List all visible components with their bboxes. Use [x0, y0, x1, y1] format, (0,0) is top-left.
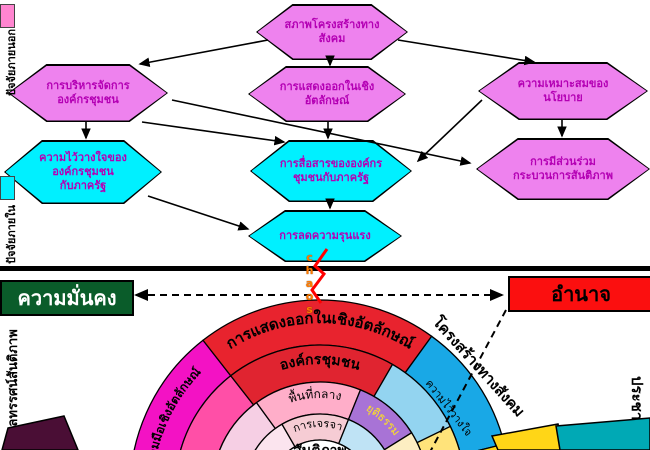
power-axis-box: อำนาจ: [508, 276, 650, 312]
flow-node-policy: ความเหมาะสมของ นโยบาย: [478, 62, 648, 120]
section-divider: [0, 266, 650, 271]
wheel-center: [288, 439, 352, 450]
wheel-label: โครงสร้างทางสังคม: [428, 311, 529, 420]
wheel-segment: [404, 335, 506, 450]
flow-node-label: การลดความรุนแรง: [249, 211, 401, 261]
model-title-label: โมเดลทรรศน์สันติภาพ: [6, 329, 21, 450]
flow-node-social-structure: สภาพโครงสร้างทาง สังคม: [256, 4, 408, 60]
chaos-label: chaos: [303, 251, 316, 316]
security-label: ความมั่นคง: [17, 286, 117, 310]
wheel-segment: [219, 401, 277, 450]
wheel-segment: [180, 374, 255, 450]
flow-node-participation: การมีส่วนร่วม กระบวนการสันติภาพ: [476, 138, 650, 200]
flow-node-management: การบริหารจัดการ องค์กรชุมชน: [8, 64, 168, 122]
wheel-label: พื้นที่กลาง: [286, 385, 342, 406]
power-label: อำนาจ: [551, 282, 611, 306]
flow-node-label: การมีส่วนร่วม กระบวนการสันติภาพ: [477, 139, 649, 199]
wheel-segment: [281, 413, 350, 448]
flow-node-label: ความไว้วางใจของ องค์กรชุมชน กับภาครัฐ: [5, 141, 161, 203]
external-factors-label: ปัจจัยภายนอก: [5, 29, 18, 96]
wheel-segment: [477, 443, 507, 450]
security-axis-box: ความมั่นคง: [0, 280, 134, 316]
flow-node-label: การบริหารจัดการ องค์กรชุมชน: [9, 65, 167, 121]
wheel-label: ความร่วมมือเชิงอัตลักษณ์: [142, 365, 204, 450]
flow-node-reduce-violence: การลดความรุนแรง: [248, 210, 402, 262]
flow-node-label: การสื่อสารขององค์กร ชุมชนกับภาครัฐ: [251, 141, 411, 201]
flow-node-label: ความเหมาะสมของ นโยบาย: [479, 63, 647, 119]
wheel-segment: [416, 425, 460, 450]
wheel-segment: [229, 344, 394, 406]
wheel-label: การเจรจา: [291, 417, 344, 435]
corner-block-yellow: [490, 423, 565, 450]
wheel-label: ความไว้วางใจ: [423, 377, 475, 439]
internal-factor-swatch: [0, 176, 15, 200]
wheel-label: องค์กรชุมชน: [278, 352, 362, 374]
wheel-segment: [133, 339, 232, 450]
wheel-segment: [254, 423, 296, 450]
flow-node-trust: ความไว้วางใจของ องค์กรชุมชน กับภาครัฐ: [4, 140, 162, 204]
wheel-label: ยุติธรรม: [364, 402, 403, 439]
external-factor-swatch: [0, 4, 15, 28]
internal-factors-label: ปัจจัยภายใน: [5, 204, 18, 264]
flow-node-label: สภาพโครงสร้างทาง สังคม: [257, 5, 407, 59]
wheel-segment: [347, 389, 413, 450]
wheel-label: สันติภาพ: [293, 443, 347, 450]
axis-connector: [134, 289, 507, 450]
wheel-segment: [255, 381, 362, 430]
corner-blocks: [1, 415, 650, 450]
flow-node-communication: การสื่อสารขององค์กร ชุมชนกับภาครัฐ: [250, 140, 412, 202]
wheel-segment: [373, 363, 452, 444]
wheel-segment: [337, 418, 386, 450]
wheel-segment: [383, 431, 421, 450]
flow-node-label: การแสดงออกในเชิง อัตลักษณ์: [249, 67, 405, 121]
flow-node-identity: การแสดงออกในเชิง อัตลักษณ์: [248, 66, 406, 122]
people-axis-label: ประชาชน: [628, 376, 646, 441]
